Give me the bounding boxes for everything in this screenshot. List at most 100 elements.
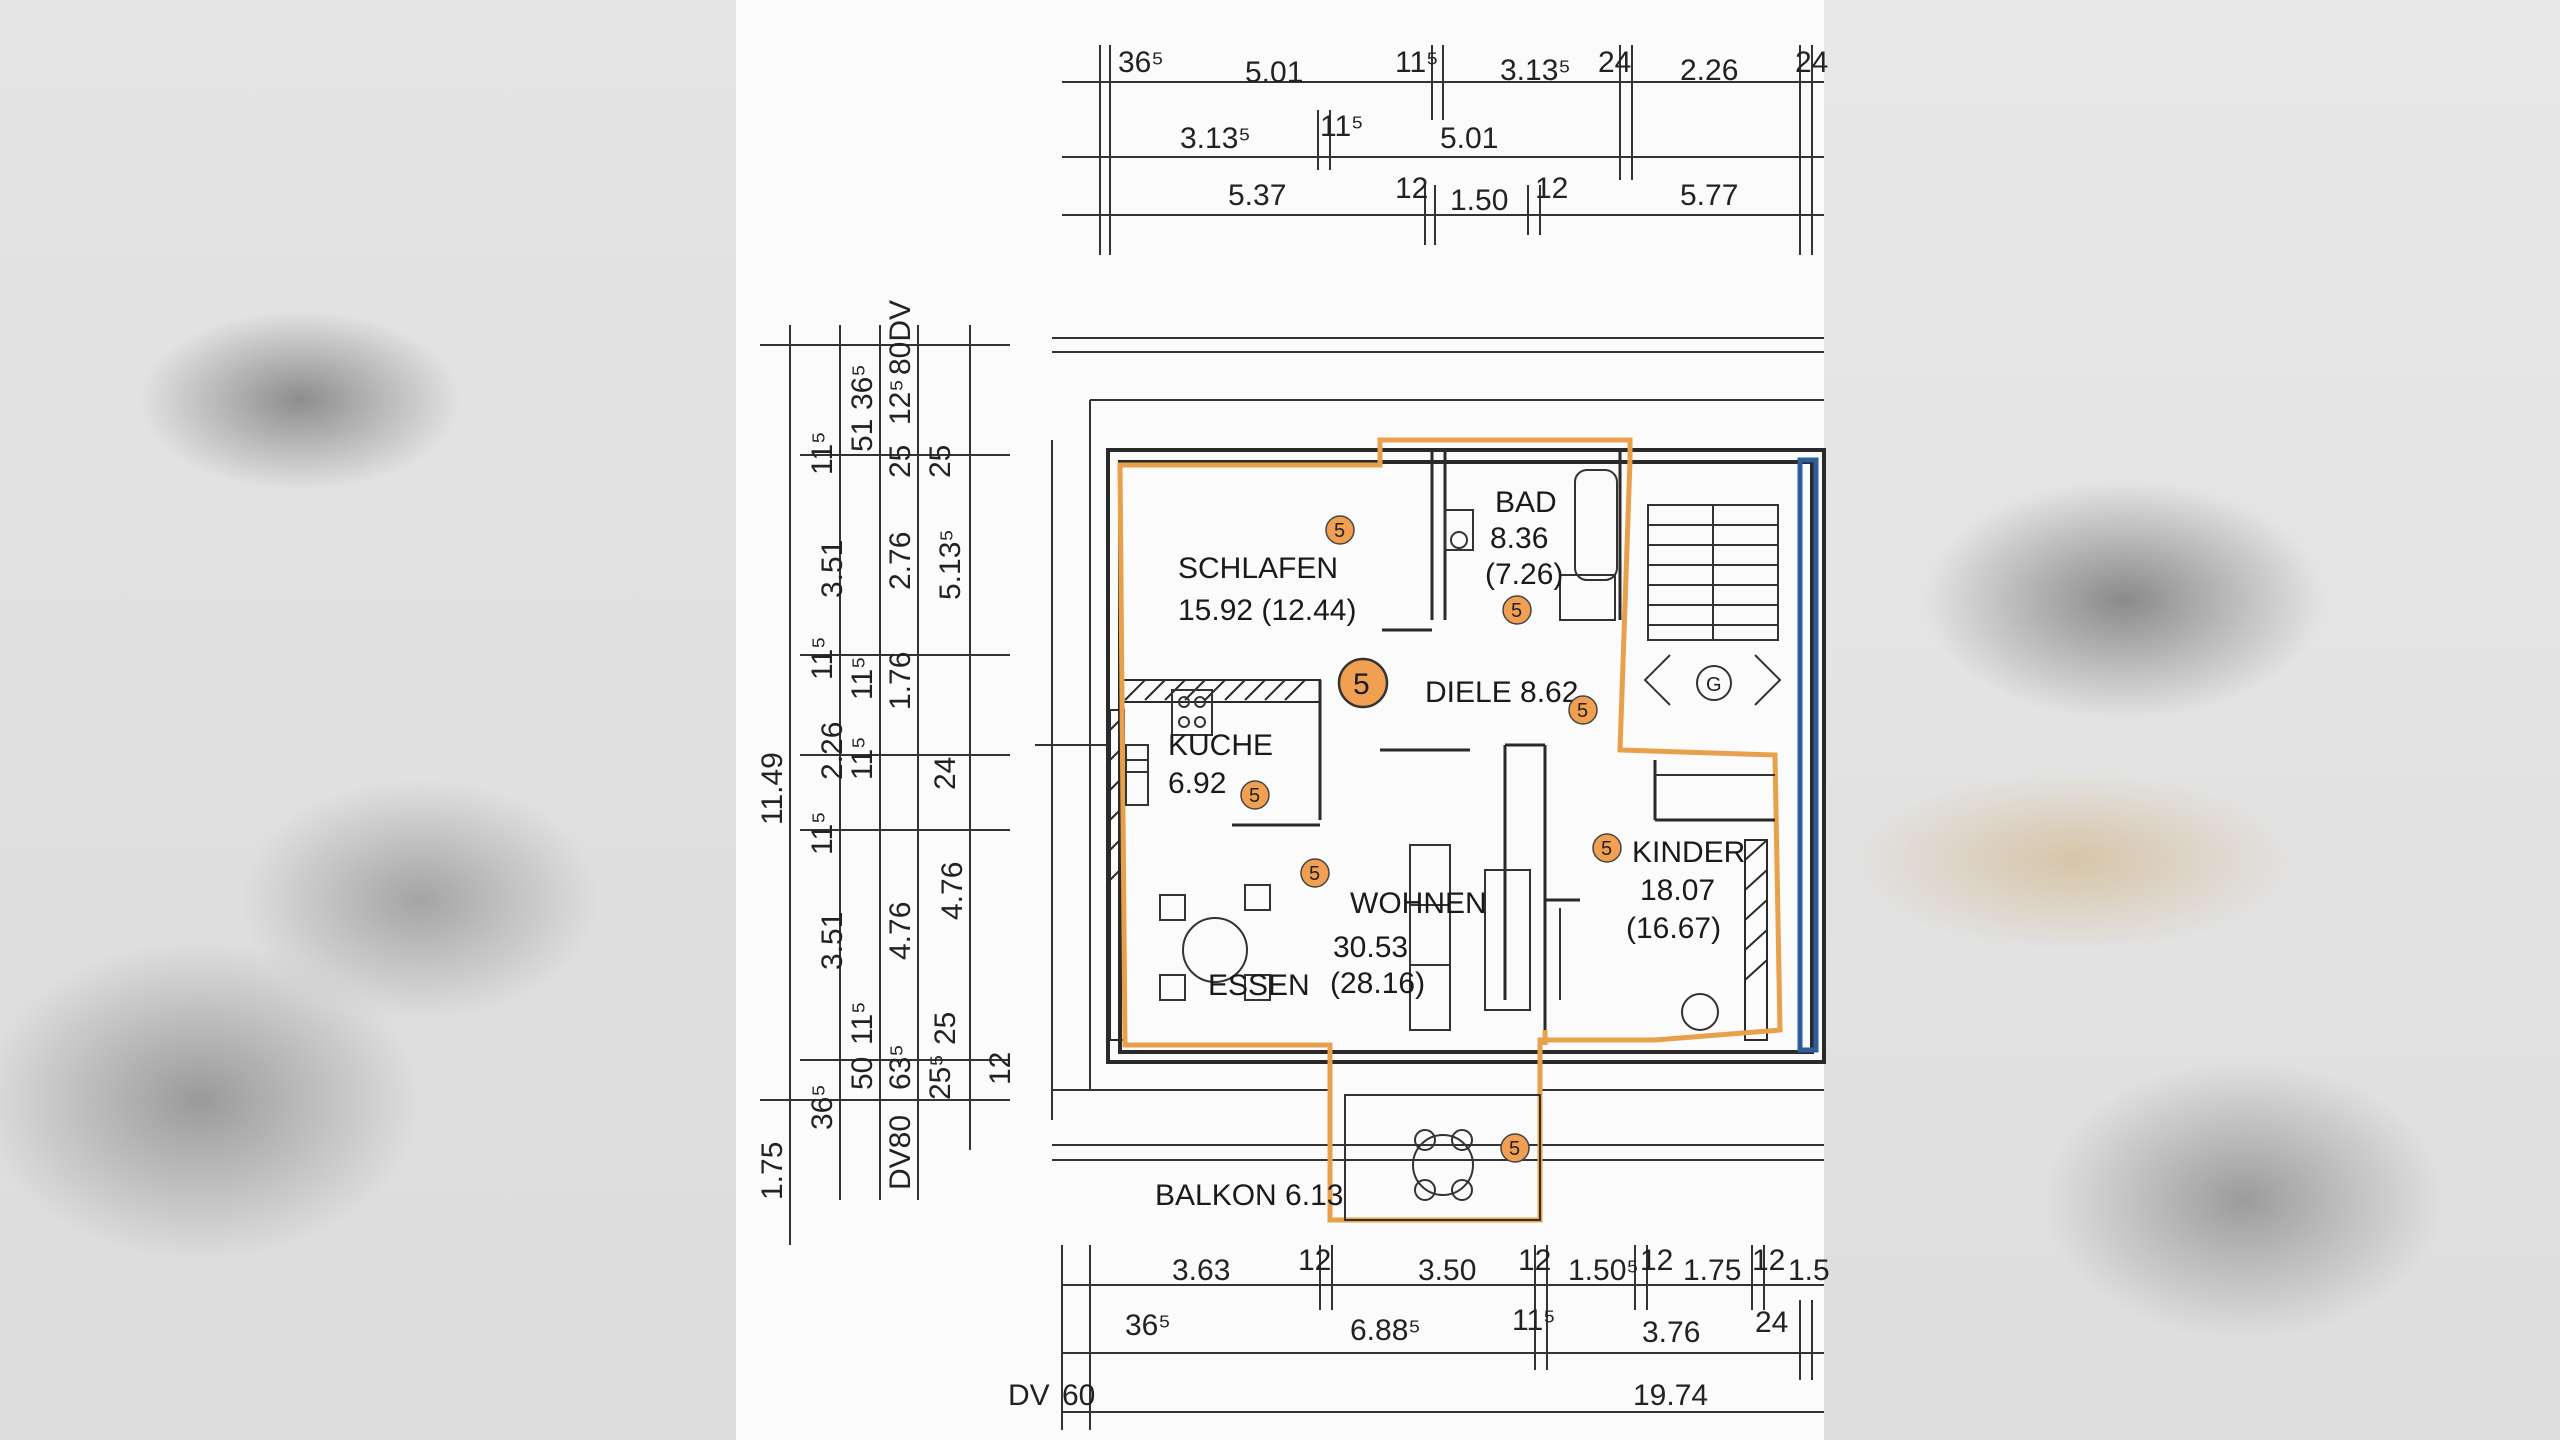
svg-text:5: 5 <box>1601 838 1612 860</box>
unit-badge-icon: 5 <box>1592 833 1622 863</box>
dim-label: 50 <box>846 1057 879 1090</box>
dim-label: 51 <box>846 419 879 452</box>
room-name-kuche: KUCHE <box>1168 729 1273 762</box>
blurred-background-right <box>1824 0 2560 1440</box>
dim-label: 11⁵ <box>846 736 879 780</box>
dim-label: 3.63 <box>1172 1254 1230 1287</box>
room-area-bad: 8.36 <box>1490 522 1548 555</box>
left-dimension-labels: 11.49 1.75 11⁵ 3.51 11⁵ 2.26 11⁵ 3.51 36… <box>756 300 1017 1200</box>
dim-label: 5.37 <box>1228 179 1286 212</box>
svg-text:5: 5 <box>1249 785 1260 807</box>
dim-label: 36⁵ <box>806 1084 839 1130</box>
dim-label: 80DV <box>884 300 917 375</box>
bottom-dimension-lines <box>1061 1245 1824 1430</box>
svg-text:5: 5 <box>1353 668 1370 701</box>
dim-label: DV <box>1008 1379 1050 1412</box>
balkon-furniture <box>1344 1094 1541 1221</box>
room-name-balkon: BALKON 6.13 <box>1155 1179 1343 1212</box>
dim-label: 3.50 <box>1418 1254 1476 1287</box>
svg-text:5: 5 <box>1511 600 1522 622</box>
room-area-kinder: 18.07 <box>1640 874 1715 907</box>
dim-label: 1.50 <box>1450 184 1508 217</box>
room-name-diele: DIELE 8.62 <box>1425 676 1578 709</box>
dim-label: 4.76 <box>884 902 917 960</box>
dim-label: 1.76 <box>884 652 917 710</box>
dim-label: 12⁵ <box>884 379 917 425</box>
room-area-wohnen: 30.53 <box>1333 931 1408 964</box>
dim-label: 24 <box>1598 46 1631 79</box>
svg-text:5: 5 <box>1334 520 1345 542</box>
dim-label: 3.51 <box>816 912 849 970</box>
room-area2-bad: (7.26) <box>1485 558 1563 591</box>
dim-label: 12 <box>1395 172 1428 205</box>
room-labels: SCHLAFEN 15.92 (12.44) BAD 8.36 (7.26) D… <box>1155 486 1745 1212</box>
dim-label: 12 <box>1535 172 1568 205</box>
unit-badge-large-icon: 5 <box>1337 657 1389 709</box>
dim-label: 24 <box>929 757 962 790</box>
exterior-lines <box>1051 337 1824 1161</box>
svg-text:5: 5 <box>1309 863 1320 885</box>
dim-label: 25 <box>884 445 917 478</box>
dim-label: 3.76 <box>1642 1316 1700 1349</box>
dim-label: 63⁵ <box>884 1044 917 1090</box>
dim-label: 5.01 <box>1440 122 1498 155</box>
dim-label: 3.13⁵ <box>1180 122 1251 155</box>
unit-badges: 5 5 5 5 5 5 5 5 <box>1240 515 1622 1163</box>
room-area-schlafen: 15.92 (12.44) <box>1178 594 1356 627</box>
dim-label: 11⁵ <box>806 811 839 855</box>
dim-label: 1.50⁵ <box>1568 1254 1639 1287</box>
dim-label: 24 <box>1755 1306 1788 1339</box>
dim-label: 11⁵ <box>846 656 879 700</box>
dim-label: 12 <box>1298 1244 1331 1277</box>
dim-label: 36⁵ <box>1125 1309 1171 1342</box>
dim-label: 5.13⁵ <box>934 529 967 600</box>
dim-label: 1.75 <box>756 1142 789 1200</box>
dim-label: 36⁵ <box>846 364 879 410</box>
stair-glyph: G <box>1706 674 1722 696</box>
dim-label: 12 <box>984 1052 1017 1085</box>
room-area-kuche: 6.92 <box>1168 767 1226 800</box>
left-dimension-lines <box>760 325 1110 1245</box>
dim-label: 11.49 <box>756 752 789 825</box>
dim-label: 25 <box>929 1012 962 1045</box>
unit-badge-icon: 5 <box>1300 858 1330 888</box>
apartment-boundary <box>1117 437 1783 1223</box>
unit-badge-icon: 5 <box>1500 1133 1530 1163</box>
dim-label: 25⁵ <box>924 1054 957 1100</box>
svg-text:5: 5 <box>1509 1138 1520 1160</box>
room-name-kinder: KINDER <box>1632 836 1745 869</box>
dim-label: 11⁵ <box>1395 46 1439 79</box>
room-name-schlafen: SCHLAFEN <box>1178 552 1338 585</box>
dim-label: 1.75 <box>1683 1254 1741 1287</box>
stair-circle-icon <box>1696 665 1732 701</box>
dim-label: 12 <box>1518 1244 1551 1277</box>
dim-label: 11⁵ <box>846 1001 879 1045</box>
bottom-dimension-labels: 3.63 12 3.50 12 1.50⁵ 12 1.75 12 1.5 36⁵… <box>1008 1244 1830 1412</box>
unit-badge-icon: 5 <box>1568 695 1598 725</box>
top-dimension-labels: 36⁵ 5.01 11⁵ 3.13⁵ 24 2.26 24 3.13⁵ 11⁵ … <box>1118 46 1828 217</box>
dim-label: 24 <box>1795 46 1828 79</box>
kitchen-fixtures <box>1125 689 1213 806</box>
dim-label: 2.26 <box>1680 54 1738 87</box>
unit-badge-icon: 5 <box>1325 515 1355 545</box>
room-name-bad: BAD <box>1495 486 1557 519</box>
dim-label: 2.26 <box>816 722 849 780</box>
room-area2-kinder: (16.67) <box>1626 912 1721 945</box>
dim-label: 5.77 <box>1680 179 1738 212</box>
dim-label: DV80 <box>884 1115 917 1190</box>
dim-label: 11⁵ <box>806 431 839 475</box>
dim-label: 3.13⁵ <box>1500 54 1571 87</box>
dim-label: 6.88⁵ <box>1350 1314 1421 1347</box>
unit-badge-icon: 5 <box>1502 595 1532 625</box>
unit-badge-icon: 5 <box>1240 780 1270 810</box>
neighbour-wall <box>1797 457 1819 1053</box>
top-dimension-lines <box>1062 45 1824 255</box>
room-name-wohnen: WOHNEN <box>1350 887 1487 920</box>
room-area2-wohnen: (28.16) <box>1330 967 1425 1000</box>
living-furniture <box>1159 844 1561 1031</box>
dim-label: 12 <box>1752 1244 1785 1277</box>
kinder-furniture <box>1655 774 1775 1031</box>
blurred-background-left <box>0 0 736 1440</box>
dim-label: 4.76 <box>936 862 969 920</box>
